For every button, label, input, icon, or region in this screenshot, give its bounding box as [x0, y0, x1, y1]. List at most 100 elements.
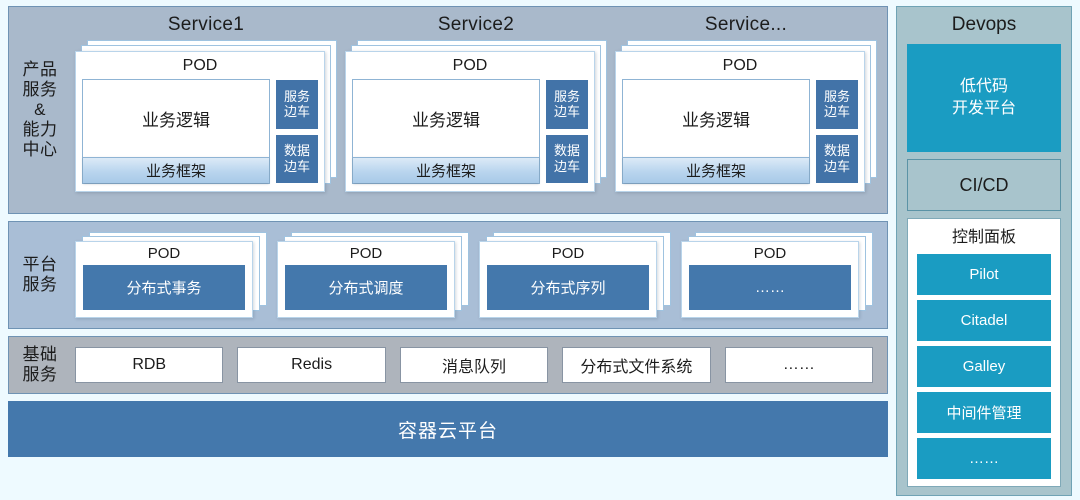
- sidecar-line-2: 边车: [553, 158, 580, 174]
- pod-label: POD: [349, 245, 383, 262]
- sidecar-line-2: 边车: [283, 158, 310, 174]
- pod-stack: POD 业务逻辑 业务框架 服务 边车: [75, 40, 337, 192]
- band-label-line: 服务: [22, 365, 58, 384]
- devops-title: Devops: [951, 14, 1017, 35]
- pod-card[interactable]: POD 分布式调度: [277, 241, 455, 318]
- service-title: Service2: [437, 14, 515, 35]
- pod-label: POD: [182, 57, 218, 74]
- infra-item-redis[interactable]: Redis: [237, 347, 386, 383]
- business-framework-bar[interactable]: 业务框架: [83, 157, 269, 183]
- band-label-line: &: [34, 99, 46, 119]
- platform-service-box: 分布式序列: [487, 265, 649, 310]
- pod-stack: POD 业务逻辑 业务框架 服务 边车: [345, 40, 607, 192]
- platform-pod-4[interactable]: POD ……: [681, 232, 873, 318]
- sidecar-line-2: 边车: [823, 158, 850, 174]
- platform-pod-group: POD 分布式事务 POD 分布式调度 POD: [71, 222, 887, 328]
- sidecar-column: 服务 边车 数据 边车: [816, 79, 858, 184]
- pod-card[interactable]: POD 业务逻辑 业务框架 服务 边车: [615, 51, 865, 192]
- control-panel-item-galley[interactable]: Galley: [917, 346, 1051, 387]
- pod-label: POD: [452, 57, 488, 74]
- band-label-line: 产品: [22, 59, 58, 79]
- lowcode-line-2: 开发平台: [951, 100, 1016, 117]
- platform-service-box: 分布式调度: [285, 265, 447, 310]
- pod-inner: 业务逻辑 业务框架 服务 边车 数据: [622, 79, 858, 184]
- sidecar-line-2: 边车: [283, 104, 310, 120]
- sidecar-line-1: 数据: [823, 143, 850, 159]
- service-sidecar[interactable]: 服务 边车: [546, 80, 588, 129]
- band-label-line: 服务: [22, 79, 58, 99]
- infra-item-message-queue[interactable]: 消息队列: [399, 347, 549, 383]
- control-panel-item-pilot[interactable]: Pilot: [917, 254, 1051, 295]
- control-panel: 控制面板 Pilot Citadel Galley 中间件管理 ……: [907, 218, 1061, 487]
- platform-service-box: 分布式事务: [83, 265, 245, 310]
- platform-pod-1[interactable]: POD 分布式事务: [75, 232, 267, 318]
- sidecar-line-1: 服务: [823, 88, 850, 104]
- pod-label: POD: [722, 57, 758, 74]
- business-framework-bar[interactable]: 业务框架: [353, 157, 539, 183]
- sidecar-line-2: 边车: [823, 104, 850, 120]
- devops-panel: Devops 低代码 开发平台 CI/CD 控制面板 Pilot Citadel…: [896, 6, 1072, 496]
- service-title: Service...: [704, 14, 788, 35]
- service-sidecar[interactable]: 服务 边车: [816, 80, 858, 129]
- service-column-3[interactable]: Service... POD 业务逻辑 业务框架: [615, 11, 877, 192]
- business-logic-label: 业务逻辑: [412, 111, 480, 130]
- service-group: Service1 POD 业务逻辑 业务框架: [71, 7, 887, 213]
- pod-card[interactable]: POD 业务逻辑 业务框架 服务 边车: [345, 51, 595, 192]
- pod-inner: 业务逻辑 业务框架 服务 边车 数据: [352, 79, 588, 184]
- data-sidecar[interactable]: 数据 边车: [276, 134, 318, 183]
- service-sidecar[interactable]: 服务 边车: [276, 80, 318, 129]
- pod-card[interactable]: POD ……: [681, 241, 859, 318]
- lowcode-line-1: 低代码: [959, 78, 1008, 96]
- pod-label: POD: [551, 245, 585, 262]
- infra-item-group: RDB Redis 消息队列 分布式文件系统 ……: [71, 337, 887, 393]
- sidecar-column: 服务 边车 数据 边车: [276, 79, 318, 184]
- pod-inner: 业务逻辑 业务框架 服务 边车 数据: [82, 79, 318, 184]
- cicd-box[interactable]: CI/CD: [907, 159, 1061, 211]
- pod-label: POD: [147, 245, 181, 262]
- band-label-infra: 基础 服务: [9, 337, 71, 393]
- business-framework-bar[interactable]: 业务框架: [623, 157, 809, 183]
- control-panel-title: 控制面板: [951, 229, 1016, 246]
- sidecar-line-1: 数据: [553, 143, 580, 159]
- platform-pod-3[interactable]: POD 分布式序列: [479, 232, 671, 318]
- infra-item-rdb[interactable]: RDB: [75, 347, 224, 383]
- sidecar-line-1: 服务: [553, 88, 580, 104]
- business-logic-column: 业务逻辑 业务框架: [82, 79, 270, 184]
- band-label-product: 产品 服务 & 能力 中心: [9, 7, 71, 213]
- lowcode-platform-box[interactable]: 低代码 开发平台: [907, 44, 1061, 152]
- band-label-line: 基础: [22, 344, 58, 364]
- band-label-platform: 平台 服务: [9, 222, 71, 328]
- service-title: Service1: [167, 14, 245, 35]
- business-logic-column: 业务逻辑 业务框架: [352, 79, 540, 184]
- control-panel-item-middleware-management[interactable]: 中间件管理: [917, 392, 1051, 433]
- band-product-services: 产品 服务 & 能力 中心 Service1 POD: [8, 6, 888, 214]
- band-infrastructure-services: 基础 服务 RDB Redis 消息队列 分布式文件系统 ……: [8, 336, 888, 394]
- infra-item-distributed-file-system[interactable]: 分布式文件系统: [562, 347, 711, 383]
- sidecar-line-2: 边车: [553, 104, 580, 120]
- sidecar-line-1: 数据: [283, 143, 310, 159]
- band-label-line: 服务: [22, 275, 58, 294]
- band-label-line: 中心: [22, 140, 58, 160]
- container-cloud-platform-bar: 容器云平台: [8, 401, 888, 457]
- band-label-line: 平台: [22, 254, 58, 274]
- pod-card[interactable]: POD 分布式序列: [479, 241, 657, 318]
- data-sidecar[interactable]: 数据 边车: [816, 134, 858, 183]
- band-label-line: 能力: [22, 120, 58, 140]
- business-logic-label: 业务逻辑: [142, 111, 210, 130]
- sidecar-line-1: 服务: [283, 88, 310, 104]
- pod-card[interactable]: POD 业务逻辑 业务框架 服务 边车: [75, 51, 325, 192]
- control-panel-item-citadel[interactable]: Citadel: [917, 300, 1051, 341]
- service-column-1[interactable]: Service1 POD 业务逻辑 业务框架: [75, 11, 337, 192]
- service-column-2[interactable]: Service2 POD 业务逻辑 业务框架: [345, 11, 607, 192]
- platform-service-box: ……: [689, 265, 851, 310]
- infra-item-more[interactable]: ……: [724, 347, 874, 383]
- sidecar-column: 服务 边车 数据 边车: [546, 79, 588, 184]
- pod-card[interactable]: POD 分布式事务: [75, 241, 253, 318]
- business-logic-label: 业务逻辑: [682, 111, 750, 130]
- band-platform-services: 平台 服务 POD 分布式事务 POD 分布式调: [8, 221, 888, 329]
- control-panel-item-more[interactable]: ……: [917, 438, 1051, 479]
- data-sidecar[interactable]: 数据 边车: [546, 134, 588, 183]
- left-column: 产品 服务 & 能力 中心 Service1 POD: [8, 6, 888, 496]
- platform-pod-2[interactable]: POD 分布式调度: [277, 232, 469, 318]
